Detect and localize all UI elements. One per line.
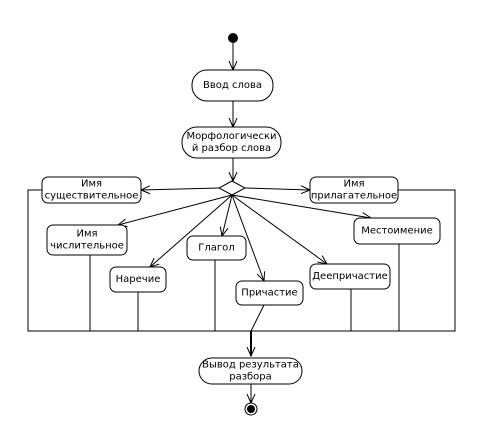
node-output-box <box>198 357 303 385</box>
node-participle-box <box>235 280 304 306</box>
node-numeral-box <box>46 224 128 256</box>
node-noun-label: Имя <box>81 179 102 190</box>
node-adverb-label: Наречие <box>116 274 161 285</box>
edge-adjective-to-output <box>251 189 456 332</box>
edge-decision-to-adjective <box>244 188 310 190</box>
node-gerund-box <box>309 263 391 290</box>
node-participle: Причастие <box>235 280 304 306</box>
node-verb-box <box>186 235 247 261</box>
decision-diamond-icon <box>217 180 247 196</box>
node-noun-box <box>41 176 142 204</box>
node-verb-label: Глагол <box>198 243 234 254</box>
node-verb: Глагол <box>186 235 247 261</box>
node-adjective-label: Имя <box>343 179 364 190</box>
node-input: Ввод слова <box>191 69 274 102</box>
edge-decision-to-numeral <box>118 194 233 225</box>
node-pronoun: Местоимение <box>353 217 441 245</box>
node-analysis-label: Морфологически <box>186 131 276 142</box>
node-decision <box>217 180 247 196</box>
edge-participle-to-output <box>250 304 265 332</box>
node-output-label: разбора <box>229 372 272 383</box>
edge-decision-to-gerund <box>231 194 327 264</box>
node-adjective-box <box>309 176 399 204</box>
node-adjective-label: прилагательное <box>311 191 397 202</box>
edge-decision-to-adverb <box>150 194 233 267</box>
node-adverb-box <box>109 266 167 293</box>
node-analysis-label: й разбор слова <box>192 143 271 154</box>
node-input-label: Ввод слова <box>203 80 262 91</box>
node-pronoun-label: Местоимение <box>361 226 433 237</box>
node-adverb: Наречие <box>109 266 167 293</box>
final-node-dot-icon <box>247 405 255 413</box>
node-participle-label: Причастие <box>241 288 297 299</box>
node-start <box>228 33 238 43</box>
node-end <box>244 402 258 416</box>
node-noun-label: существительное <box>45 191 139 202</box>
edge-decision-to-pronoun <box>231 194 371 218</box>
node-output-label: Вывод результата <box>202 360 299 371</box>
edge-decision-to-noun <box>141 188 220 190</box>
node-pronoun-box <box>353 217 441 245</box>
node-numeral-label: Имя <box>76 229 97 240</box>
node-analysis-box <box>181 126 282 159</box>
node-numeral-label: числительное <box>50 241 124 252</box>
initial-node-icon <box>228 33 238 43</box>
node-gerund: Деепричастие <box>309 263 391 290</box>
edge-decision-to-participle <box>231 194 264 281</box>
node-gerund-label: Деепричастие <box>312 271 388 282</box>
edge-decision-to-verb <box>222 194 233 236</box>
node-input-box <box>191 69 274 102</box>
edges-layer <box>27 43 456 403</box>
